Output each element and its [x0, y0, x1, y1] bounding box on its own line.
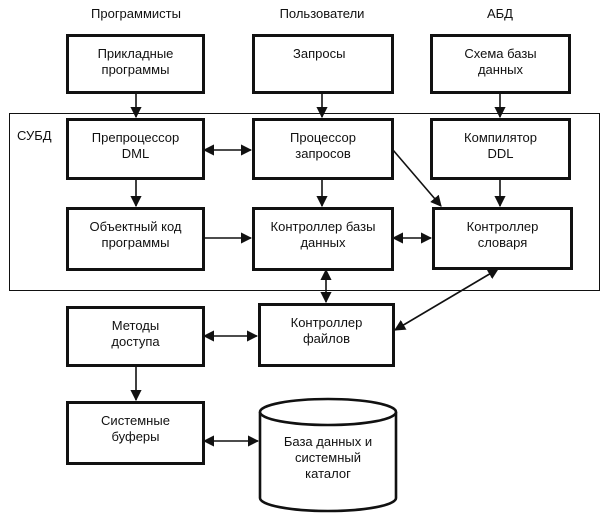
box-app-programs: Прикладные программы — [66, 34, 205, 94]
arrow-processor-to-dictionary — [392, 149, 442, 207]
dbms-label: СУБД — [17, 128, 52, 143]
box-dml-preprocessor: Препроцессор DML — [66, 118, 205, 180]
box-dictionary-controller: Контроллер словаря — [432, 207, 573, 270]
box-access-methods: Методы доступа — [66, 306, 205, 367]
header-users: Пользователи — [279, 6, 365, 21]
box-queries: Запросы — [252, 34, 394, 94]
box-query-processor: Процессор запросов — [252, 118, 394, 180]
box-db-controller: Контроллер базы данных — [252, 207, 394, 271]
header-programmers: Программисты — [91, 6, 181, 21]
box-file-controller: Контроллер файлов — [258, 303, 395, 367]
header-dba: АБД — [486, 6, 513, 21]
box-ddl-compiler: Компилятор DDL — [430, 118, 571, 180]
box-object-code: Объектный код программы — [66, 207, 205, 271]
box-system-buffers: Системные буферы — [66, 401, 205, 465]
arrow-dictionary-filecontroller — [394, 268, 499, 331]
box-db-schema: Схема базы данных — [430, 34, 571, 94]
database-label: База данных и системный каталог — [283, 434, 373, 481]
dbms-boundary — [9, 113, 600, 291]
database-cylinder-icon — [258, 397, 398, 513]
